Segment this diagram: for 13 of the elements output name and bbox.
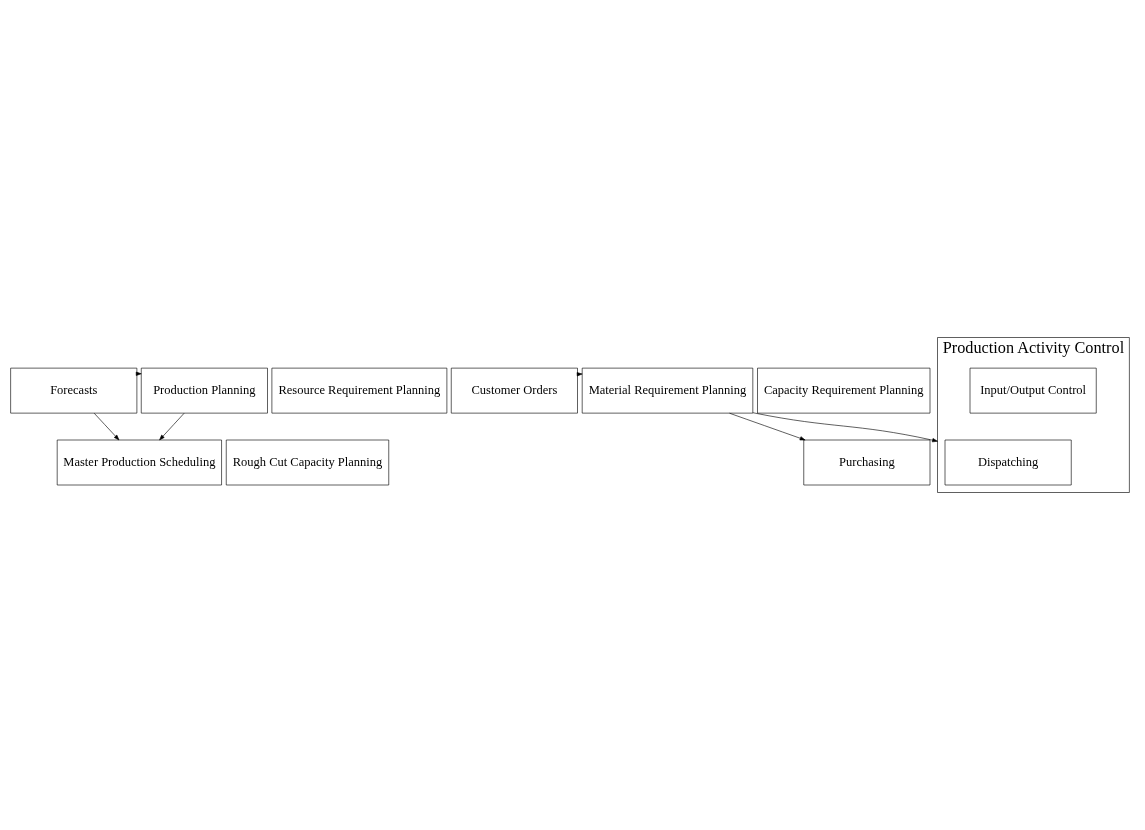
node-box: Capacity Requirement Planning: [757, 367, 931, 414]
arrow: [93, 412, 120, 441]
arrow: [159, 412, 185, 441]
arrow: [752, 412, 938, 443]
node-box: Input/Output Control: [969, 367, 1097, 414]
node-box: Production Planning: [140, 367, 268, 414]
arrow: [729, 412, 806, 441]
node-box: Purchasing: [803, 439, 931, 486]
node-box: Resource Requirement Planning: [271, 367, 448, 414]
node-box: Dispatching: [944, 439, 1072, 486]
node-box: Master Production Scheduling: [56, 439, 222, 486]
node-box: Rough Cut Capacity Planning: [225, 439, 390, 486]
node-box: Material Requirement Planning: [581, 367, 754, 414]
